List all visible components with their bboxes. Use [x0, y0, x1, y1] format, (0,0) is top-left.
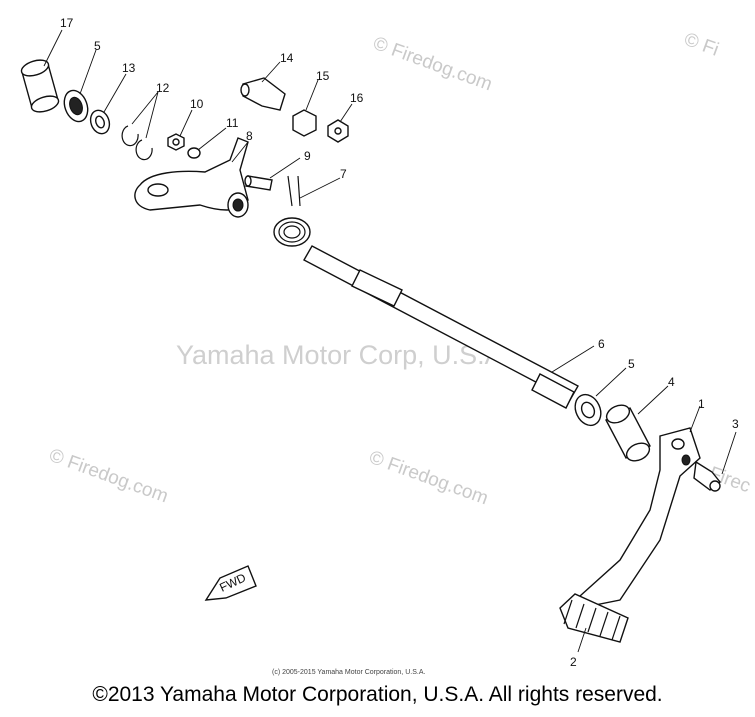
callout-4: 4 — [668, 375, 675, 389]
part-15-nut — [292, 109, 317, 137]
callout-11: 11 — [226, 116, 239, 130]
part-9-bolt — [244, 175, 273, 191]
footer-copyright: ©2013 Yamaha Motor Corporation, U.S.A. A… — [92, 683, 663, 706]
callout-16: 16 — [350, 91, 364, 105]
callout-13: 13 — [122, 61, 136, 75]
watermark-firedog-top: © Firedog.com — [370, 33, 495, 95]
part-4-collar — [605, 404, 651, 462]
callout-5-upper: 5 — [94, 39, 101, 53]
part-6-shift-shaft — [303, 245, 579, 409]
part-3-bolt — [693, 460, 721, 492]
part-16-washer — [327, 119, 349, 143]
part-17-collar — [20, 59, 60, 113]
callout-15: 15 — [316, 69, 330, 83]
callout-17: 17 — [60, 16, 74, 30]
part-7-spring — [273, 175, 311, 247]
callout-5-lower: 5 — [628, 357, 635, 371]
part-1-shift-pedal — [578, 427, 701, 607]
part-5-bearing-upper — [63, 89, 89, 123]
watermark-firedog-topright: © Fi — [681, 29, 721, 61]
part-11-washer — [187, 147, 201, 159]
callout-10: 10 — [190, 97, 204, 111]
callout-6: 6 — [598, 337, 605, 351]
part-5-seal-lower — [574, 393, 602, 427]
watermark-firedog-center: © Firedog.com — [366, 447, 491, 509]
fwd-arrow: FWD — [204, 565, 257, 601]
callout-12: 12 — [156, 81, 170, 95]
callout-3: 3 — [732, 417, 739, 431]
callout-7: 7 — [340, 167, 347, 181]
callout-1: 1 — [698, 397, 705, 411]
small-copyright: (c) 2005-2015 Yamaha Motor Corporation, … — [272, 669, 425, 676]
callout-14: 14 — [280, 51, 294, 65]
callout-2: 2 — [570, 655, 577, 669]
callout-9: 9 — [304, 149, 311, 163]
part-14-pin — [240, 77, 286, 111]
part-shift-arm — [134, 137, 249, 218]
part-13-washer — [89, 109, 111, 135]
callout-8: 8 — [246, 129, 253, 143]
leader-lines — [43, 29, 737, 653]
watermark-main: Yamaha Motor Corp, U.S.A. — [176, 340, 510, 370]
part-2-pedal-rubber — [559, 593, 629, 643]
part-10-nut — [167, 133, 185, 151]
watermark-firedog-left: © Firedog.com — [46, 445, 171, 507]
part-12-circlips — [121, 125, 153, 161]
